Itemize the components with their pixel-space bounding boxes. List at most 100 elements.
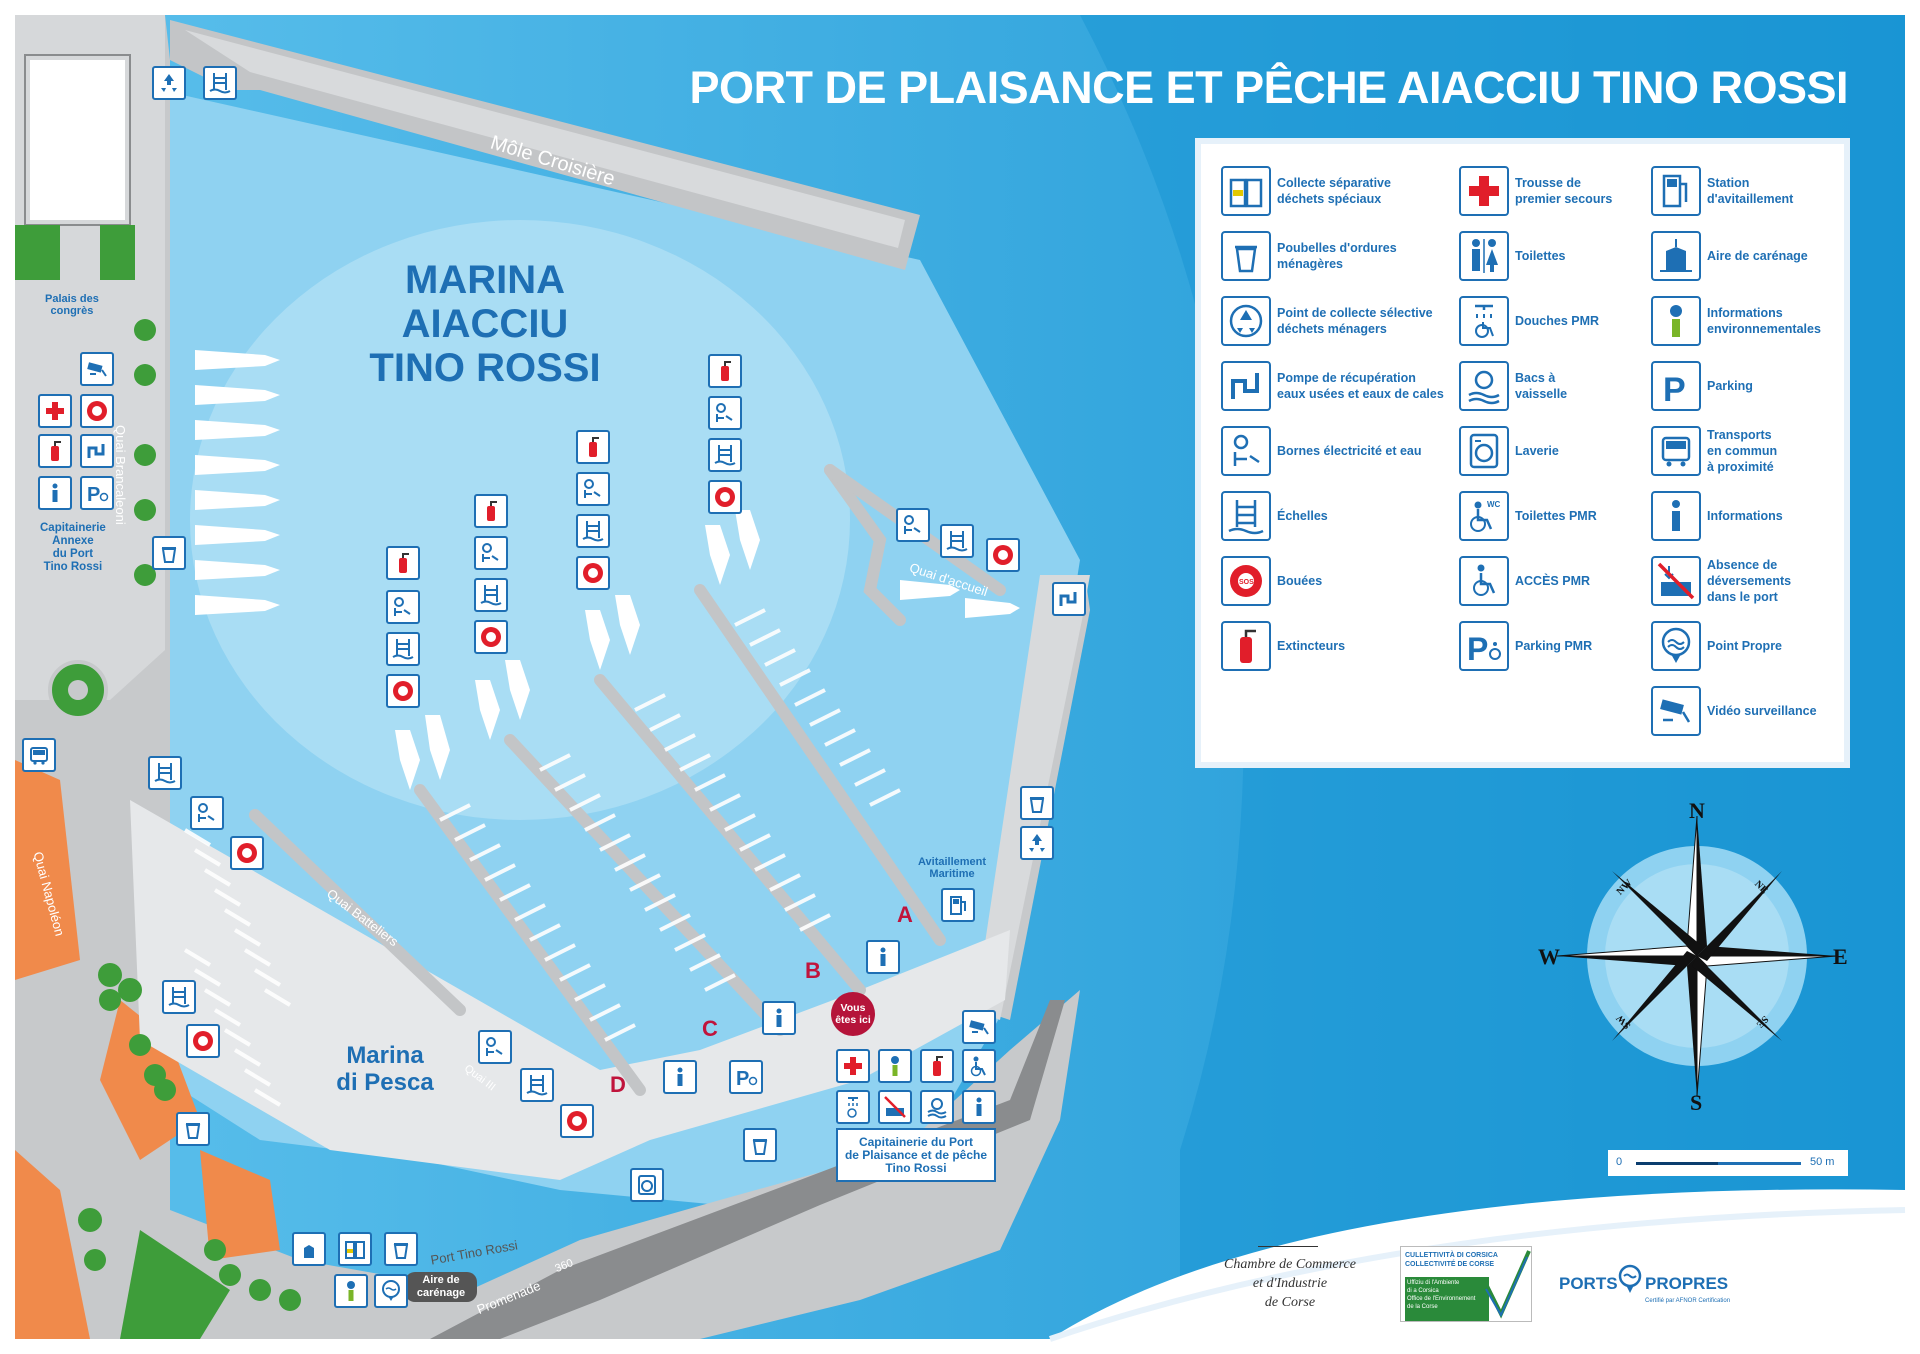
info-icon[interactable] (762, 1001, 796, 1035)
legend-item: Point de collecte sélective déchets ména… (1221, 296, 1433, 346)
legend-item: ACCÈS PMR (1459, 556, 1590, 606)
info-icon[interactable] (962, 1090, 996, 1124)
info-icon[interactable] (38, 476, 72, 510)
lifebuoy-icon[interactable] (708, 480, 742, 514)
pontoon-a-label: A (897, 902, 913, 927)
lifebuoy-icon[interactable] (560, 1104, 594, 1138)
shower-pmr-icon (1459, 296, 1509, 346)
extinguisher-icon[interactable] (920, 1049, 954, 1083)
legend-item-label: Toilettes PMR (1515, 509, 1597, 523)
capitainerie-annexe-label: Capitainerie Annexe du Port Tino Rossi (40, 522, 106, 573)
ladder-icon[interactable] (708, 438, 742, 472)
ladder-icon[interactable] (203, 66, 237, 100)
trash-bin-icon (1221, 231, 1271, 281)
environment-info-icon[interactable] (334, 1274, 368, 1308)
bus-icon[interactable] (22, 738, 56, 772)
clean-point-icon[interactable] (374, 1274, 408, 1308)
pump-icon[interactable] (80, 434, 114, 468)
cctv-icon[interactable] (962, 1010, 996, 1044)
toilets-pmr-icon: WC (1459, 491, 1509, 541)
lifebuoy-icon[interactable] (386, 674, 420, 708)
no-discharge-icon[interactable] (878, 1090, 912, 1124)
extinguisher-icon[interactable] (386, 546, 420, 580)
lifebuoy-icon[interactable] (186, 1024, 220, 1058)
ctc-logo: CULLETTIVITÀ DI CORSICA COLLECTIVITÉ DE … (1400, 1246, 1532, 1322)
lifebuoy-icon[interactable] (576, 556, 610, 590)
waste-special-icon[interactable] (338, 1232, 372, 1266)
legend-item-label: Extincteurs (1277, 639, 1346, 653)
extinguisher-icon[interactable] (576, 430, 610, 464)
lifebuoy-icon: SOS (1221, 556, 1271, 606)
laundry-icon[interactable] (630, 1168, 664, 1202)
scale-line-half (1636, 1162, 1718, 1165)
recycle-icon[interactable] (152, 66, 186, 100)
legend-item-label: Pompe de récupération eaux usées et eaux… (1277, 371, 1444, 401)
palais-label: Palais des congrès (45, 293, 99, 317)
ladder-icon[interactable] (940, 524, 974, 558)
shower-pmr-icon[interactable] (836, 1090, 870, 1124)
power-water-icon[interactable] (386, 590, 420, 624)
power-water-icon[interactable] (478, 1030, 512, 1064)
avitaillement-label: Avitaillement Maritime (918, 856, 987, 880)
fuel-icon[interactable] (941, 888, 975, 922)
toilets-pmr-icon[interactable] (962, 1049, 996, 1083)
ladder-icon[interactable] (576, 514, 610, 548)
power-water-icon[interactable] (576, 472, 610, 506)
power-water-icon[interactable] (474, 536, 508, 570)
cci-logo-rule (1258, 1246, 1318, 1247)
trash-bin-icon[interactable] (743, 1128, 777, 1162)
ladder-icon[interactable] (386, 632, 420, 666)
ladder-icon[interactable] (474, 578, 508, 612)
trash-bin-icon[interactable] (1020, 786, 1054, 820)
info-icon[interactable] (866, 940, 900, 974)
dish-wash-icon (1459, 361, 1509, 411)
parking-pmr-icon[interactable]: P (80, 476, 114, 510)
svg-text:P: P (1467, 631, 1488, 667)
lifebuoy-icon[interactable] (474, 620, 508, 654)
legend-item-label: Informations environnementales (1707, 306, 1821, 336)
power-water-icon[interactable] (190, 796, 224, 830)
lifebuoy-icon[interactable] (230, 836, 264, 870)
ladder-icon[interactable] (520, 1068, 554, 1102)
power-water-icon[interactable] (708, 396, 742, 430)
ctc-logo-text: CULLETTIVITÀ DI CORSICA COLLECTIVITÉ DE … (1405, 1252, 1498, 1268)
lifebuoy-icon[interactable] (80, 394, 114, 428)
pump-icon[interactable] (1052, 582, 1086, 616)
legend-item: Informations (1651, 491, 1783, 541)
legend-item-label: Vidéo surveillance (1707, 704, 1817, 718)
cctv-icon[interactable] (80, 352, 114, 386)
power-water-icon[interactable] (896, 508, 930, 542)
legend-item-label: Toilettes (1515, 249, 1566, 263)
first-aid-icon[interactable] (836, 1049, 870, 1083)
ladder-icon[interactable] (148, 756, 182, 790)
recycle-icon[interactable] (1020, 826, 1054, 860)
oec-logo-text: Uffiziu di l'Ambiente di a Corsica Offic… (1405, 1277, 1489, 1321)
parking-pmr-icon[interactable]: P (729, 1060, 763, 1094)
svg-text:P: P (87, 484, 100, 506)
trash-bin-icon[interactable] (176, 1112, 210, 1146)
extinguisher-icon[interactable] (38, 434, 72, 468)
environment-info-icon[interactable] (878, 1049, 912, 1083)
lifebuoy-icon[interactable] (986, 538, 1020, 572)
extinguisher-icon[interactable] (474, 494, 508, 528)
trash-bin-icon[interactable] (384, 1232, 418, 1266)
toilets-icon (1459, 231, 1509, 281)
aire-carenage-label: Aire de carénage (405, 1272, 477, 1302)
info-icon (1651, 491, 1701, 541)
you-are-here-marker: Vous êtes ici (831, 992, 875, 1036)
cci-logo-text: Chambre de Commerce et d'Industrie de Co… (1224, 1257, 1356, 1310)
first-aid-icon[interactable] (38, 394, 72, 428)
scale-bar: 0 50 m (1608, 1150, 1848, 1176)
legend-item-label: Aire de carénage (1707, 249, 1808, 263)
recycle-icon (1221, 296, 1271, 346)
dish-wash-icon[interactable] (920, 1090, 954, 1124)
trash-bin-icon[interactable] (152, 536, 186, 570)
extinguisher-icon[interactable] (708, 354, 742, 388)
legend-item-label: Point Propre (1707, 639, 1783, 653)
legend-item: Absence de déversements dans le port (1651, 556, 1791, 606)
ladder-icon[interactable] (162, 980, 196, 1014)
info-icon[interactable] (663, 1060, 697, 1094)
power-water-icon (1221, 426, 1271, 476)
careening-icon[interactable] (292, 1232, 326, 1266)
